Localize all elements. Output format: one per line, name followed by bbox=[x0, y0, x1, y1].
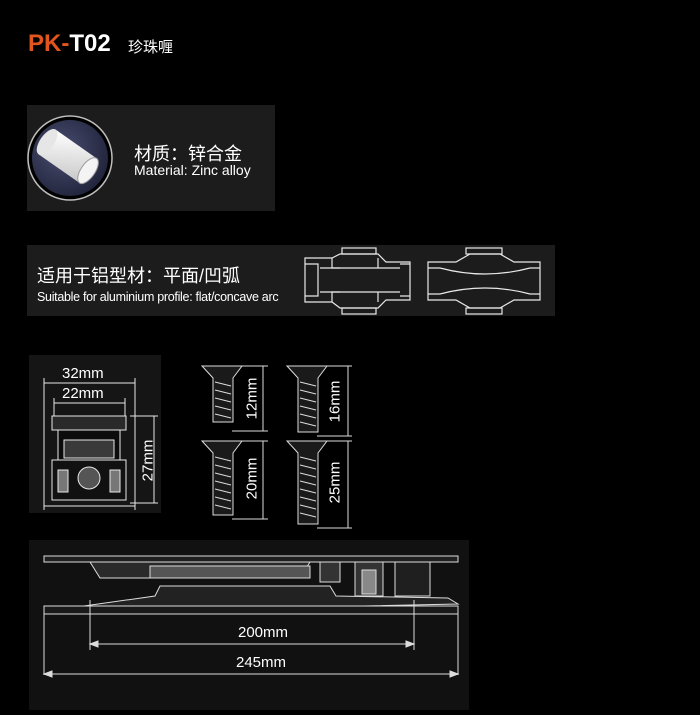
screw-length-label-0: 12mm bbox=[243, 377, 261, 420]
front-inner-width-label: 22mm bbox=[62, 385, 104, 402]
side-inner-span-label: 200mm bbox=[238, 624, 289, 641]
product-title: PK-T02 bbox=[28, 30, 111, 58]
side-overall-span-label: 245mm bbox=[236, 654, 287, 671]
model-code: T02 bbox=[69, 30, 111, 57]
screw-length-label-3: 25mm bbox=[326, 461, 344, 504]
product-name-cn: 珍珠喱 bbox=[128, 39, 174, 56]
model-prefix: PK bbox=[28, 30, 62, 57]
model-separator: - bbox=[61, 30, 70, 57]
application-label-en: Suitable for aluminium profile: flat/con… bbox=[37, 290, 279, 304]
material-label-en: Material: Zinc alloy bbox=[134, 162, 251, 178]
screw-length-label-2: 20mm bbox=[243, 457, 261, 500]
material-label-cn: 材质：锌合金 bbox=[134, 144, 242, 164]
front-height-label: 27mm bbox=[139, 439, 157, 482]
screw-length-label-1: 16mm bbox=[326, 380, 344, 423]
front-outer-width-label: 32mm bbox=[62, 365, 104, 382]
application-label-cn: 适用于铝型材：平面/凹弧 bbox=[37, 266, 240, 286]
